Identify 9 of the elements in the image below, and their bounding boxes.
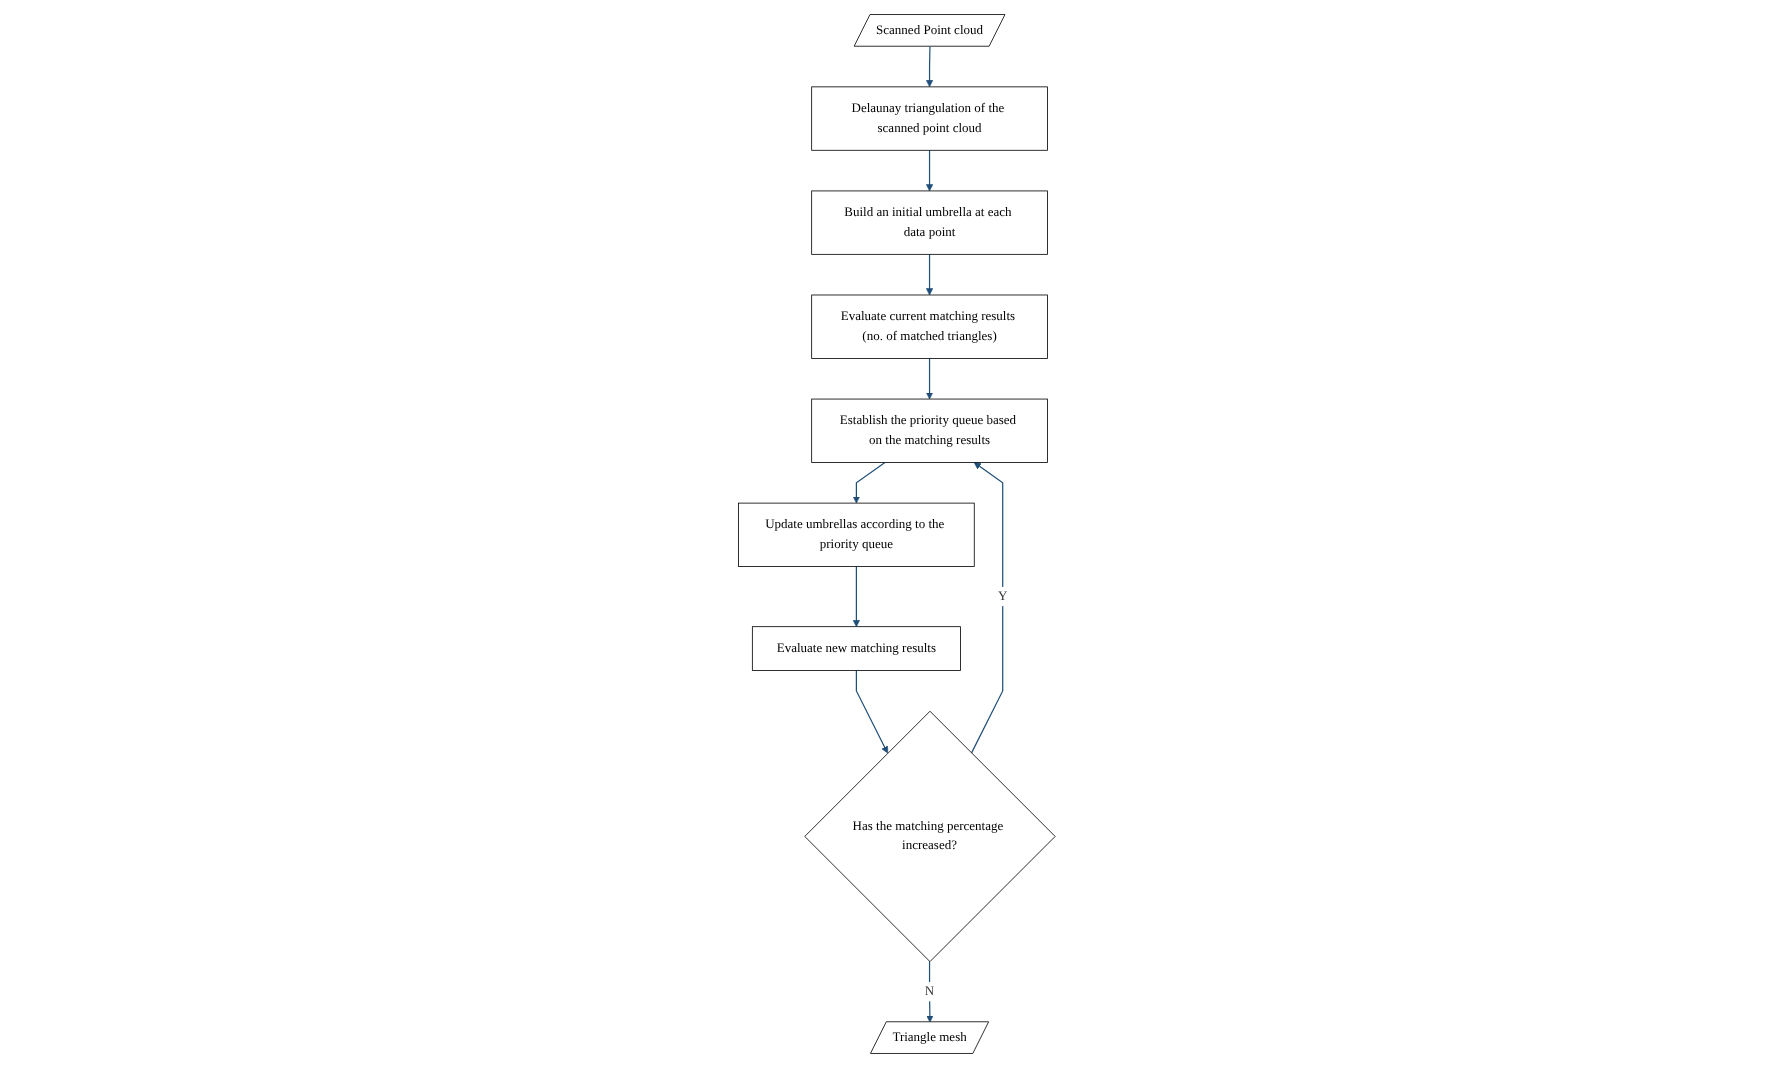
arrow	[925, 149, 933, 192]
arrow	[851, 565, 860, 627]
arrow	[851, 461, 885, 504]
arrow	[925, 357, 933, 400]
arrow	[970, 462, 1003, 754]
arrow	[854, 669, 888, 754]
arrow	[925, 253, 933, 296]
arrow	[925, 961, 933, 1023]
arrow	[925, 46, 933, 88]
